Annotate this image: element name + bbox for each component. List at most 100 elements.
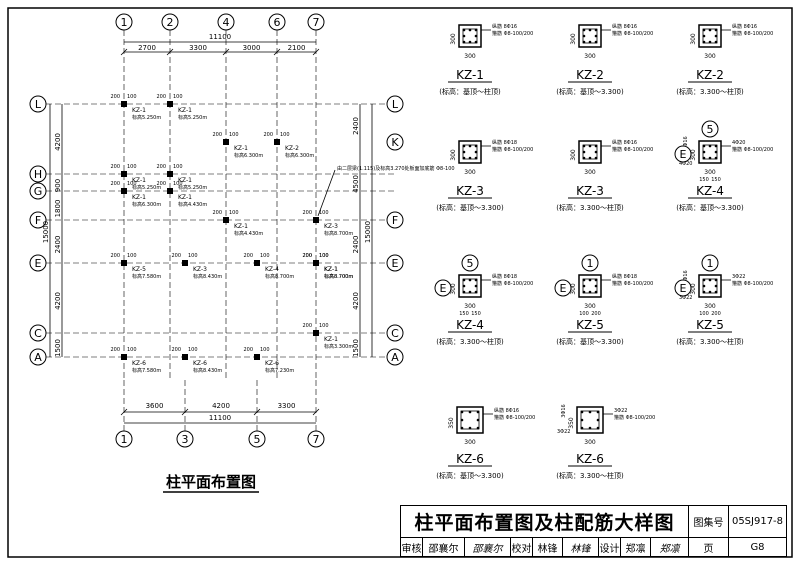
- detail-width: 300: [464, 303, 476, 310]
- detail-section: [578, 274, 602, 298]
- detail-rebar: [594, 284, 598, 288]
- axis-bubble-left-C-label: C: [34, 327, 42, 340]
- column-elevation: 标高6.300m: [132, 201, 161, 208]
- axis-bubble-right-F: [386, 211, 404, 229]
- column-dim-b: 200: [243, 347, 253, 353]
- column-marker: [182, 354, 188, 360]
- axis-bubble-left-E-label: E: [35, 257, 42, 270]
- detail-rebar: [702, 290, 706, 294]
- dim-top-span: 2100: [288, 44, 306, 52]
- axis-bubble-right-K: [386, 133, 404, 151]
- column-name: KZ-6: [193, 360, 207, 367]
- detail-rebar: [594, 278, 598, 282]
- column-marker: [121, 171, 127, 177]
- dim-top-span: 3300: [189, 44, 207, 52]
- dim-left: 900: [54, 179, 62, 192]
- detail-name: KZ-5: [696, 318, 724, 332]
- axis-bubble-bottom-1-label: 1: [121, 433, 128, 446]
- axis-bubble-right-C-label: C: [391, 327, 399, 340]
- detail-rebar: [708, 40, 712, 44]
- dim-left: 1500: [54, 339, 62, 357]
- dim-right-total: 15000: [364, 221, 372, 243]
- column-dim-a: 100: [173, 164, 183, 170]
- detail-rebar: [476, 418, 480, 422]
- axis-bubble-top-6-label: 6: [274, 16, 281, 29]
- detail-width: 300: [584, 53, 596, 60]
- detail-rebar: [474, 28, 478, 32]
- plan-note: 由二层梁(1.115)及标高3.270处板面加底筋 Φ8-100: [337, 165, 455, 172]
- detail-rebar: [708, 28, 712, 32]
- axis-bubble-top-2-label: 2: [167, 16, 174, 29]
- detail-rebar: [462, 284, 466, 288]
- detail-axis-bubble: [461, 254, 479, 272]
- detail-rebar: [714, 290, 718, 294]
- detail-axis-bubble-label: 5: [467, 257, 474, 270]
- column-dim-a: 100: [319, 253, 329, 259]
- dim-tick: [253, 408, 261, 416]
- detail-rebar: [580, 418, 584, 422]
- axis-bubble-left-F: [29, 211, 47, 229]
- detail-section: [578, 140, 602, 164]
- column-name: KZ-1: [324, 266, 338, 273]
- column-dim-b: 200: [212, 132, 222, 138]
- column-elevation: 标高4.430m: [234, 230, 263, 237]
- detail-rebar: [468, 410, 472, 414]
- detail-section: [578, 24, 602, 48]
- dim-right: 4500: [352, 175, 360, 193]
- axis-bubble-top-1: [115, 13, 133, 31]
- detail-rebar: [468, 156, 472, 160]
- column-dim-a: 100: [229, 210, 239, 216]
- dim-tick: [312, 48, 320, 56]
- detail-height: 350: [448, 417, 455, 429]
- axis-bubble-right-E: [386, 254, 404, 272]
- detail-note-b: 箍筋 Φ8-100/200: [492, 280, 533, 287]
- detail-rebar: [582, 290, 586, 294]
- detail-axis-bubble-2-label: E: [680, 148, 687, 161]
- dim-left-total: 15000: [42, 221, 50, 243]
- column-dim-a: 100: [319, 253, 329, 259]
- detail-section: [698, 24, 722, 48]
- detail-rebar: [468, 426, 472, 430]
- detail-stirrup: [460, 410, 480, 430]
- dim-bottom-span: 3300: [278, 402, 296, 410]
- dim-left: 2400: [54, 236, 62, 254]
- detail-rebar: [582, 150, 586, 154]
- detail-width: 300: [704, 53, 716, 60]
- detail-axis-bubble: [701, 120, 719, 138]
- detail-name: KZ-3: [576, 184, 604, 198]
- detail-note-b: 箍筋 Φ8-100/200: [494, 414, 535, 421]
- detail-rebar: [714, 28, 718, 32]
- detail-note-a: 纵筋 8Φ16: [494, 407, 519, 414]
- detail-rebar: [474, 284, 478, 288]
- detail-rebar: [474, 144, 478, 148]
- detail-section: [458, 140, 482, 164]
- detail-dim-e: 150: [699, 177, 709, 183]
- detail-rebar: [582, 144, 586, 148]
- detail-rebar: [594, 156, 598, 160]
- detail-rebar: [474, 150, 478, 154]
- detail-note-a: 3Φ22: [614, 408, 627, 414]
- column-dim-b: 200: [302, 210, 312, 216]
- detail-subtitle: (标高：3.300～柱顶): [436, 337, 504, 346]
- design-label: 设计: [599, 538, 621, 556]
- detail-rebar: [462, 278, 466, 282]
- detail-rebar: [588, 290, 592, 294]
- column-name: KZ-1: [178, 107, 192, 114]
- axis-bubble-right-C: [386, 324, 404, 342]
- detail-rebar: [596, 410, 600, 414]
- detail-note-a: 3Φ22: [732, 274, 745, 280]
- detail-axis-bubble: [581, 254, 599, 272]
- detail-axis-bubble-label: 1: [707, 257, 714, 270]
- detail-rebar: [594, 290, 598, 294]
- atlas-number: 05SJ917-8: [729, 506, 786, 538]
- detail-width: 300: [464, 169, 476, 176]
- axis-bubble-bottom-3-label: 3: [182, 433, 189, 446]
- detail-subtitle: (标高：基顶～柱顶): [439, 87, 501, 96]
- detail-name: KZ-1: [456, 68, 484, 82]
- detail-name: KZ-3: [456, 184, 484, 198]
- detail-rebar: [468, 28, 472, 32]
- detail-dim-f: 150: [711, 177, 721, 183]
